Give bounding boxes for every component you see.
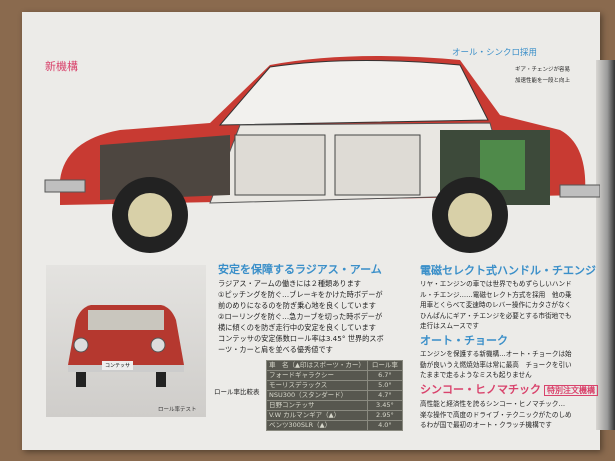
text-line: リヤ・エンジンの車では世界でもめずらしいハンド xyxy=(420,280,572,288)
auto-choke-title: オート・チョーク xyxy=(420,334,508,347)
text-line: コンテッサの安定係数ロール率は3.45° 世界的スボ xyxy=(218,334,384,343)
text-line: 用車とくらべて変速時のレバー操作にカタさがなく xyxy=(420,301,572,309)
header-cell: ロール率 xyxy=(366,360,403,371)
radius-arm-text: ラジアス・アームの働きには２種類あります ①ピッチングを防ぐ…ブレーキをかけた時… xyxy=(218,278,384,355)
text-line: ラジアス・アームの働きには２種類あります xyxy=(218,279,361,288)
car-name: NSU300（スタンダード） xyxy=(266,390,368,401)
table-header: 車 名（▲印はスポーツ・カー）ロール率 xyxy=(266,360,403,371)
text-line: エンジンを保護する新機構…オート・チョークは始 xyxy=(420,350,572,358)
table-row: V.W カルマンギア（▲）2.95° xyxy=(266,410,403,421)
car-cutaway-illustration xyxy=(44,56,600,253)
roll-rate: 4.0° xyxy=(366,420,403,431)
text-line: るわが国で最初のオート・クラッチ機構です xyxy=(420,421,552,429)
text-line: 横に傾くのを防ぎ走行中の安定を良くしています xyxy=(218,323,376,332)
car-name: フォードギャラクシー xyxy=(266,370,368,381)
sync-title: オール・シンクロ採用 xyxy=(452,48,538,58)
hinomatic-text: 高性能と経済性を誇るシンコー・ヒノマチック… 楽な操作で高度のドライブ・テクニッ… xyxy=(420,399,572,431)
text-line: 前のめりになるのを防ぎ乗心地を良くしています xyxy=(218,301,376,310)
handle-change-title: 電磁セレクト式ハンドル・チエンジ xyxy=(420,264,596,277)
text-line: 動が良いうえ燃焼効率は常に最高 チョークを引い xyxy=(420,360,572,369)
auto-choke-text: エンジンを保護する新機構…オート・チョークは始 動が良いうえ燃焼効率は常に最高 … xyxy=(420,349,572,381)
roll-rate: 4.7° xyxy=(366,390,403,401)
text-line: ひんぱんにギア・チエンジを必要とする市街地でも xyxy=(420,311,572,320)
car-front-image xyxy=(68,305,184,387)
table-row: NSU300（スタンダード）4.7° xyxy=(266,390,403,401)
text-line: ーツ・カーと肩を並べる優秀値です xyxy=(218,345,333,354)
table-row: ベンツ300SLR（▲）4.0° xyxy=(266,420,403,431)
sync-text: ギア・チェンジが容易 加速性能を一段と向上 xyxy=(515,65,570,87)
table-caption: ロール率比較表 xyxy=(214,388,260,396)
text-line: 走行はスムースです xyxy=(420,322,480,330)
photo-caption: ロール率テスト xyxy=(158,407,197,413)
roll-rate: 3.45° xyxy=(366,400,403,411)
roll-rate: 5.0° xyxy=(366,380,403,391)
text-line: ②ローリングを防ぐ…急カーブを切った時ボデーが xyxy=(218,312,383,321)
car-name: V.W カルマンギア（▲） xyxy=(266,410,368,421)
header-cell: 車 名（▲印はスポーツ・カー） xyxy=(266,360,368,371)
text-line: 高性能と経済性を誇るシンコー・ヒノマチック… xyxy=(420,400,566,408)
text-line: ①ピッチングを防ぐ…ブレーキをかけた時ボデーが xyxy=(218,290,383,299)
hinomatic-title: シンコー・ヒノマチック特別注文機構 xyxy=(420,383,598,397)
car-name: 日野コンテッサ xyxy=(266,400,368,411)
text-line: 楽な操作で高度のドライブ・テクニックがたのしめ xyxy=(420,410,572,419)
car-name: モーリスデラックス xyxy=(266,380,368,391)
hinomatic-name: シンコー・ヒノマチック xyxy=(420,383,541,396)
text-line: ル・チエンジ……電磁セレクト方式を採用 他の乗 xyxy=(420,290,572,299)
roll-rate: 2.95° xyxy=(366,410,403,421)
license-plate: コンテッサ xyxy=(102,361,134,370)
sync-line: 加速性能を一段と向上 xyxy=(515,78,571,84)
roll-rate: 6.7° xyxy=(366,370,403,381)
top-label: 新機構 xyxy=(45,60,78,73)
next-page-edge xyxy=(596,60,615,430)
car-front-photo: コンテッサ ロール率テスト xyxy=(46,265,206,417)
radius-arm-title: 安定を保障するラジアス・アーム xyxy=(218,263,382,276)
sync-line: ギア・チェンジが容易 xyxy=(515,67,571,73)
handle-change-text: リヤ・エンジンの車では世界でもめずらしいハンド ル・チエンジ……電磁セレクト方式… xyxy=(420,279,572,332)
text-line: たままで走るようなミスも起りません xyxy=(420,371,532,379)
special-order-badge: 特別注文機構 xyxy=(544,385,598,396)
car-name: ベンツ300SLR（▲） xyxy=(266,420,368,431)
